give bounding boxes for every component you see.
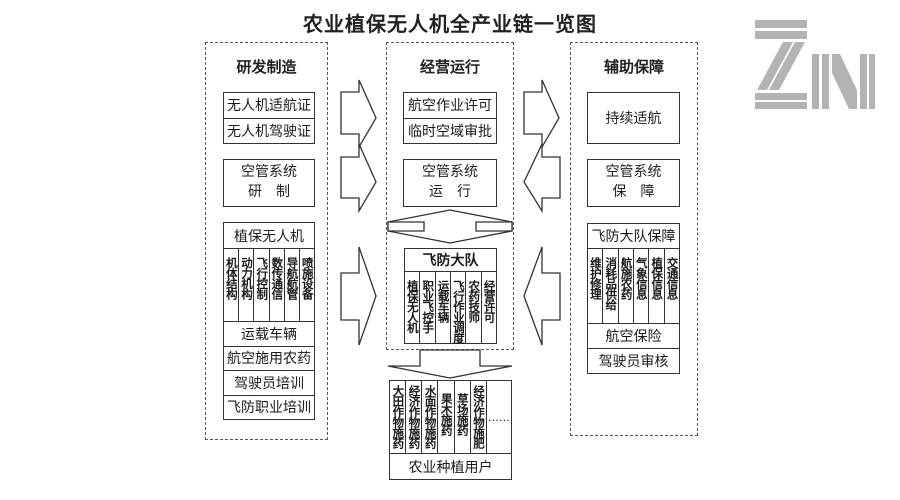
users-part: 大田作物施药 [391, 385, 406, 448]
support-atc-box: 空管系统 保 障 [587, 159, 680, 207]
ops-atc-box: 空管系统 运 行 [403, 159, 497, 207]
ops-permit-item: 航空作业许可 [408, 98, 492, 115]
rd-drone-part: 数传通信 [268, 249, 284, 321]
arrow-left-icon [523, 143, 561, 214]
ops-permit-item: 临时空域审批 [404, 117, 496, 144]
rd-drone-box: 植保无人机 机体结构 动力机构 飞行控制 数传通信 导航航管 喷施设备 运载车辆… [223, 222, 315, 420]
arrow-band-left [387, 221, 425, 232]
rd-drone-part: 飞行控制 [253, 249, 269, 321]
column-support-heading: 辅助保障 [603, 58, 664, 76]
support-team-rows: 航空保险 驾驶员审核 [588, 323, 679, 373]
rd-drone-rows: 运载车辆 航空施用农药 驾驶员培训 飞防职业培训 [224, 321, 314, 419]
arrow-down-icon [387, 349, 513, 379]
rd-atc-line: 空管系统 [241, 164, 297, 181]
ops-team-parts: 植保无人机 职业飞控手 运载车辆 飞行作业调度 农药技师 经营许可 [405, 271, 497, 343]
support-team-part: 植保信息 [648, 249, 664, 323]
rd-atc-box: 空管系统 研 制 [223, 159, 315, 207]
ops-team-box: 飞防大队 植保无人机 职业飞控手 运载车辆 飞行作业调度 农药技师 经营许可 [404, 248, 497, 344]
support-team-row: 驾驶员审核 [588, 348, 679, 373]
support-team-heading: 飞防大队保障 [591, 229, 676, 245]
rd-drone-part: 机体结构 [224, 257, 239, 299]
users-box: 大田作物施药 经济作物施药 水面作物施药 果木施药 草场施药 经济作物施肥 ……… [389, 380, 512, 480]
column-rd-heading: 研发制造 [236, 58, 297, 76]
rd-cert-box: 无人机适航证 无人机驾驶证 [223, 92, 315, 144]
ops-team-part: 经营许可 [480, 272, 497, 343]
column-ops-heading: 经营运行 [419, 58, 480, 76]
rd-drone-row: 运载车辆 [241, 326, 297, 343]
ops-team-part: 飞行作业调度 [449, 272, 466, 343]
support-team-row: 航空保险 [605, 329, 662, 345]
rd-drone-part: 导航航管 [283, 249, 300, 321]
users-parts: 大田作物施药 经济作物施药 水面作物施药 果木施药 草场施药 经济作物施肥 …… [390, 381, 511, 453]
diagram-title: 农业植保无人机全产业链一览图 [303, 12, 597, 36]
ops-atc-line: 运 行 [429, 184, 471, 200]
rd-drone-heading: 植保无人机 [234, 228, 304, 245]
arrow-right-icon [340, 143, 377, 214]
arrow-left-icon [523, 246, 561, 346]
zn-logo [755, 20, 875, 109]
arrow-right-icon [523, 79, 560, 150]
rd-drone-row: 航空施用农药 [224, 345, 314, 371]
support-team-part: 航施农药 [617, 249, 634, 323]
users-part: 果木施药 [437, 381, 454, 453]
support-atc-line: 保 障 [612, 184, 655, 200]
support-team-part: 气象信息 [632, 249, 649, 323]
ops-team-part: 植保无人机 [405, 280, 420, 333]
ops-team-part: 运载车辆 [434, 272, 451, 343]
support-team-parts: 维护修理 消耗品供给 航施农药 气象信息 植保信息 交通信息 [588, 248, 680, 323]
rd-atc-line: 研 制 [248, 184, 290, 200]
rd-drone-row: 飞防职业培训 [224, 394, 314, 420]
ops-team-part: 农药技师 [465, 272, 481, 343]
users-part: 经济作物施药 [405, 381, 421, 453]
rd-cert-item: 无人机适航证 [227, 98, 311, 115]
support-team-part: 维护修理 [588, 257, 603, 299]
ops-permit-box: 航空作业许可 临时空域审批 [403, 92, 497, 144]
ops-team-part: 职业飞控手 [419, 272, 435, 343]
support-airworthiness-box: 持续适航 [587, 92, 680, 144]
ops-team-heading: 飞防大队 [422, 253, 479, 269]
users-part: 草场施药 [453, 381, 470, 453]
rd-cert-item: 无人机驾驶证 [224, 117, 314, 144]
arrow-right-icon [340, 79, 377, 150]
column-support [570, 42, 698, 436]
support-team-part: 消耗品供给 [602, 249, 618, 323]
users-heading: 农业种植用户 [390, 453, 511, 479]
ops-atc-line: 空管系统 [422, 164, 478, 181]
support-team-box: 飞防大队保障 维护修理 消耗品供给 航施农药 气象信息 植保信息 交通信息 航空… [587, 223, 680, 374]
support-atc-line: 空管系统 [605, 164, 662, 181]
users-part-more: …… [485, 381, 511, 453]
rd-drone-part: 动力机构 [238, 249, 254, 321]
rd-drone-part: 喷施设备 [298, 249, 315, 321]
users-part: 经济作物施肥 [469, 381, 486, 453]
arrow-right-icon [340, 246, 377, 346]
rd-drone-parts: 机体结构 动力机构 飞行控制 数传通信 导航航管 喷施设备 [224, 248, 315, 321]
support-team-part: 交通信息 [663, 249, 680, 323]
arrow-band-right [475, 221, 513, 232]
users-part: 水面作物施药 [421, 381, 438, 453]
rd-drone-row: 驾驶员培训 [224, 370, 314, 395]
column-rd [205, 42, 328, 440]
